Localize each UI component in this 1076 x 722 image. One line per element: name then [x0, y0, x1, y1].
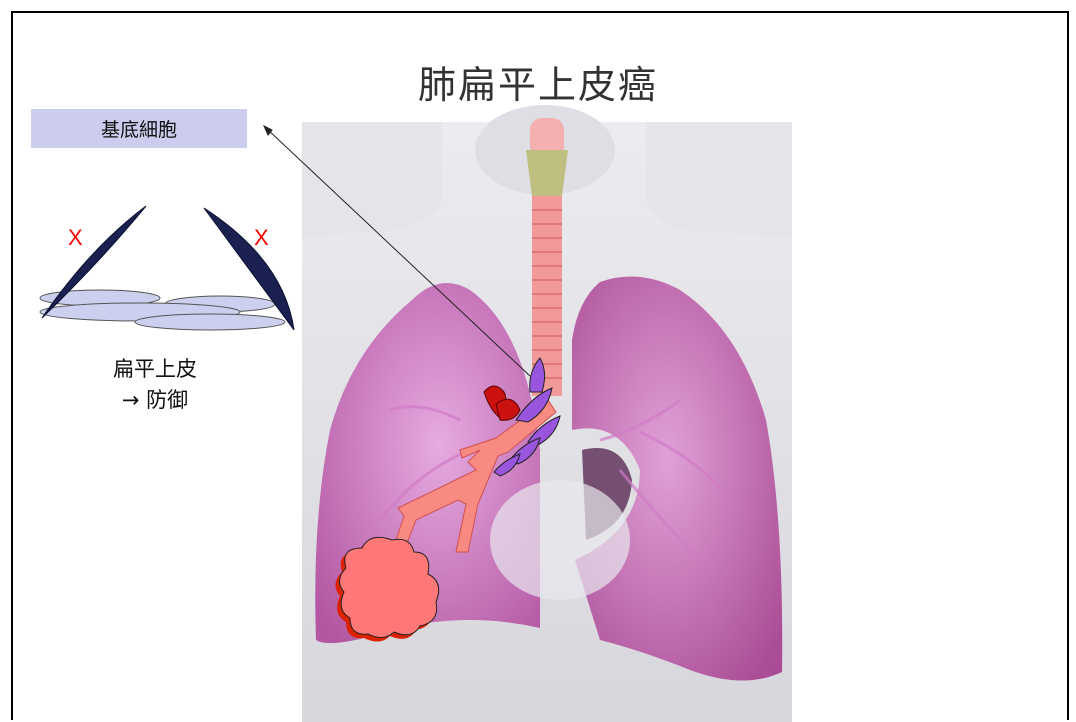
mediastinum [490, 480, 630, 600]
page-title: 肺扁平上皮癌 [0, 54, 1076, 109]
cross-mark-left: X [68, 225, 83, 250]
squamous-caption: 扁平上皮 → 防御 [70, 354, 240, 416]
caption-line-1: 扁平上皮 [70, 354, 240, 385]
basal-cell-label: 基底細胞 [31, 109, 247, 148]
trachea [526, 118, 568, 396]
caption-line-2: → 防御 [70, 385, 240, 416]
cross-mark-right: X [254, 225, 269, 250]
